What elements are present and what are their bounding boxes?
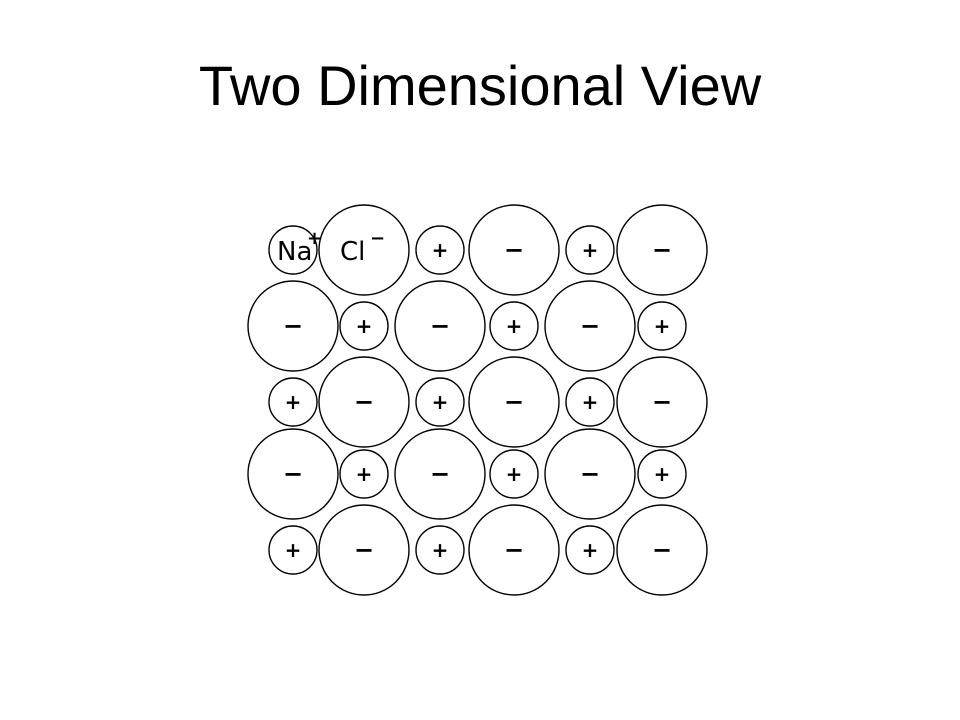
plus-charge-symbol: + (285, 538, 302, 562)
plus-charge-symbol: + (506, 314, 523, 338)
minus-charge-symbol: − (652, 388, 672, 416)
minus-charge-symbol: − (283, 460, 303, 488)
sodium-ion (339, 449, 389, 499)
slide-title: Two Dimensional View (198, 54, 762, 117)
plus-charge-symbol: + (432, 538, 449, 562)
sodium-ion (489, 449, 539, 499)
sodium-label: Na (277, 237, 312, 267)
sodium-ion (415, 377, 465, 427)
chloride-ion (247, 280, 339, 372)
sodium-ion (339, 301, 389, 351)
minus-charge-symbol: − (652, 536, 672, 564)
chloride-ion (318, 356, 410, 448)
plus-charge-symbol: + (432, 238, 449, 262)
minus-charge-symbol: − (580, 460, 600, 488)
sodium-ion (565, 225, 615, 275)
chloride-ion (247, 428, 339, 520)
sodium-ion (268, 225, 318, 275)
sodium-ion (415, 225, 465, 275)
chloride-ion (616, 356, 708, 448)
plus-charge-symbol: + (432, 390, 449, 414)
chloride-charge-label: − (370, 228, 385, 249)
sodium-ion (637, 301, 687, 351)
chloride-ion (394, 280, 486, 372)
plus-charge-symbol: + (654, 314, 671, 338)
minus-charge-symbol: − (283, 312, 303, 340)
plus-charge-symbol: + (582, 538, 599, 562)
minus-charge-symbol: − (504, 536, 524, 564)
plus-charge-symbol: + (582, 390, 599, 414)
chloride-ion (468, 204, 560, 296)
plus-charge-symbol: + (506, 462, 523, 486)
chloride-ion (544, 280, 636, 372)
minus-charge-symbol: − (580, 312, 600, 340)
sodium-ion (268, 525, 318, 575)
plus-charge-symbol: + (356, 314, 373, 338)
sodium-ion (415, 525, 465, 575)
minus-charge-symbol: − (354, 388, 374, 416)
chloride-label: Cl (340, 237, 365, 267)
minus-charge-symbol: − (504, 236, 524, 264)
lattice-ions: Na+Cl−+−+−−+−+−++−+−+−−+−+−++−+−+− (247, 204, 708, 596)
chloride-ion (468, 504, 560, 596)
plus-charge-symbol: + (582, 238, 599, 262)
sodium-ion (489, 301, 539, 351)
minus-charge-symbol: − (504, 388, 524, 416)
minus-charge-symbol: − (430, 312, 450, 340)
minus-charge-symbol: − (652, 236, 672, 264)
chloride-ion (394, 428, 486, 520)
chloride-ion (318, 204, 410, 296)
chloride-ion (318, 504, 410, 596)
minus-charge-symbol: − (430, 460, 450, 488)
chloride-ion (616, 204, 708, 296)
chloride-ion (544, 428, 636, 520)
plus-charge-symbol: + (285, 390, 302, 414)
sodium-ion (565, 377, 615, 427)
plus-charge-symbol: + (654, 462, 671, 486)
chloride-ion (616, 504, 708, 596)
plus-charge-symbol: + (356, 462, 373, 486)
minus-charge-symbol: − (354, 536, 374, 564)
chloride-ion (468, 356, 560, 448)
sodium-ion (565, 525, 615, 575)
sodium-ion (268, 377, 318, 427)
sodium-charge-label: + (307, 228, 322, 249)
sodium-ion (637, 449, 687, 499)
